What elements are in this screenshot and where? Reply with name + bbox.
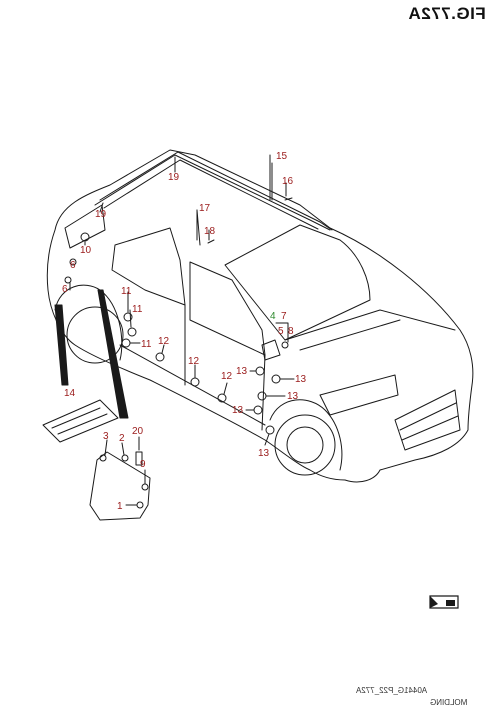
front-wheel-hub bbox=[286, 426, 324, 464]
callout-12b: 12 bbox=[188, 356, 200, 367]
roof-rail-molding bbox=[99, 151, 333, 231]
callout-19b: 19 bbox=[95, 209, 107, 220]
callout-18: 18 bbox=[204, 226, 216, 237]
clip-12b bbox=[190, 377, 200, 387]
callout-6b: 6 bbox=[62, 284, 68, 295]
part-14-inner-1 bbox=[51, 407, 101, 429]
callout-16: 16 bbox=[282, 176, 294, 187]
leader-12a bbox=[161, 344, 165, 354]
clip-2 bbox=[121, 454, 129, 462]
diagram-code: A0441G_P22_772A bbox=[356, 686, 428, 695]
grille-bar-1 bbox=[399, 402, 457, 431]
clip-12a bbox=[155, 352, 165, 362]
clip-3 bbox=[99, 454, 107, 462]
callout-10: 10 bbox=[80, 245, 92, 256]
rear-wheel bbox=[66, 306, 124, 364]
quarter-window bbox=[64, 204, 106, 249]
clip-20 bbox=[135, 451, 143, 466]
fastener-6a bbox=[69, 258, 77, 266]
clip-12c bbox=[217, 393, 227, 403]
hood-line bbox=[284, 309, 456, 341]
front-arrow-icon bbox=[429, 595, 459, 609]
callout-2: 2 bbox=[119, 433, 125, 444]
clip-11b bbox=[127, 327, 137, 337]
callout-9: 9 bbox=[140, 459, 146, 470]
callout-11b: 11 bbox=[132, 304, 143, 315]
grille-bar-2 bbox=[401, 415, 459, 441]
callout-13d: 13 bbox=[232, 405, 244, 416]
callout-17: 17 bbox=[199, 203, 211, 214]
part-side-molding bbox=[89, 451, 151, 521]
front-wheel bbox=[274, 414, 336, 476]
clip-11c bbox=[121, 338, 131, 348]
callout-12c: 12 bbox=[221, 371, 233, 382]
clip-1 bbox=[136, 501, 144, 509]
callout-11c: 11 bbox=[141, 339, 152, 350]
wedge-14 bbox=[54, 304, 69, 386]
callout-13e: 13 bbox=[258, 448, 270, 459]
callout-15: 15 bbox=[276, 151, 288, 162]
stick-17-18 bbox=[196, 209, 215, 246]
front-side-window bbox=[189, 261, 266, 356]
callout-1: 1 bbox=[117, 501, 123, 512]
callout-19a: 19 bbox=[168, 172, 180, 183]
leader-4-7 bbox=[275, 322, 289, 343]
front-wheel-arch bbox=[269, 399, 343, 471]
callout-13a: 13 bbox=[236, 366, 248, 377]
leader-13e bbox=[264, 433, 270, 446]
callout-3: 3 bbox=[103, 431, 109, 442]
leader-19b bbox=[99, 202, 104, 213]
callout-13c: 13 bbox=[287, 391, 299, 402]
stick-15-16 bbox=[269, 154, 293, 201]
callout-11a: 11 bbox=[121, 286, 132, 297]
roof-rail-molding-inner bbox=[103, 159, 319, 230]
clip-11a bbox=[123, 312, 133, 322]
clip-7 bbox=[281, 341, 289, 349]
leader-12c bbox=[223, 382, 228, 395]
clip-13e bbox=[265, 425, 275, 435]
clip-13a bbox=[255, 366, 265, 376]
callout-4: 4 bbox=[270, 311, 276, 322]
diagram-name: MOLDING bbox=[430, 698, 468, 707]
headlight bbox=[319, 374, 399, 416]
callout-14: 14 bbox=[64, 388, 76, 399]
leader-2 bbox=[121, 442, 125, 456]
part-14-molding bbox=[42, 399, 119, 443]
callout-5: 5 bbox=[278, 326, 284, 337]
callout-7: 7 bbox=[281, 311, 287, 322]
clip-13d bbox=[253, 405, 263, 415]
callout-12a: 12 bbox=[158, 336, 170, 347]
clip-13b bbox=[271, 374, 281, 384]
leader-3 bbox=[104, 439, 108, 456]
front-grille bbox=[394, 389, 461, 451]
fastener-10 bbox=[80, 232, 90, 242]
side-mirror bbox=[261, 339, 281, 361]
wedge-20 bbox=[97, 289, 129, 419]
hood-crease bbox=[299, 319, 401, 351]
leader-11b bbox=[129, 309, 132, 328]
callout-8: 8 bbox=[288, 326, 294, 337]
part-14-inner-2 bbox=[57, 413, 108, 435]
roof-line bbox=[94, 154, 331, 231]
windshield bbox=[224, 224, 371, 341]
fastener-6b bbox=[64, 276, 72, 284]
callout-13b: 13 bbox=[295, 374, 307, 385]
clip-9 bbox=[141, 483, 149, 491]
clip-13c bbox=[257, 391, 267, 401]
callout-6a: 6 bbox=[70, 260, 76, 271]
car-body-outline bbox=[46, 149, 474, 483]
callout-20: 20 bbox=[132, 426, 144, 437]
